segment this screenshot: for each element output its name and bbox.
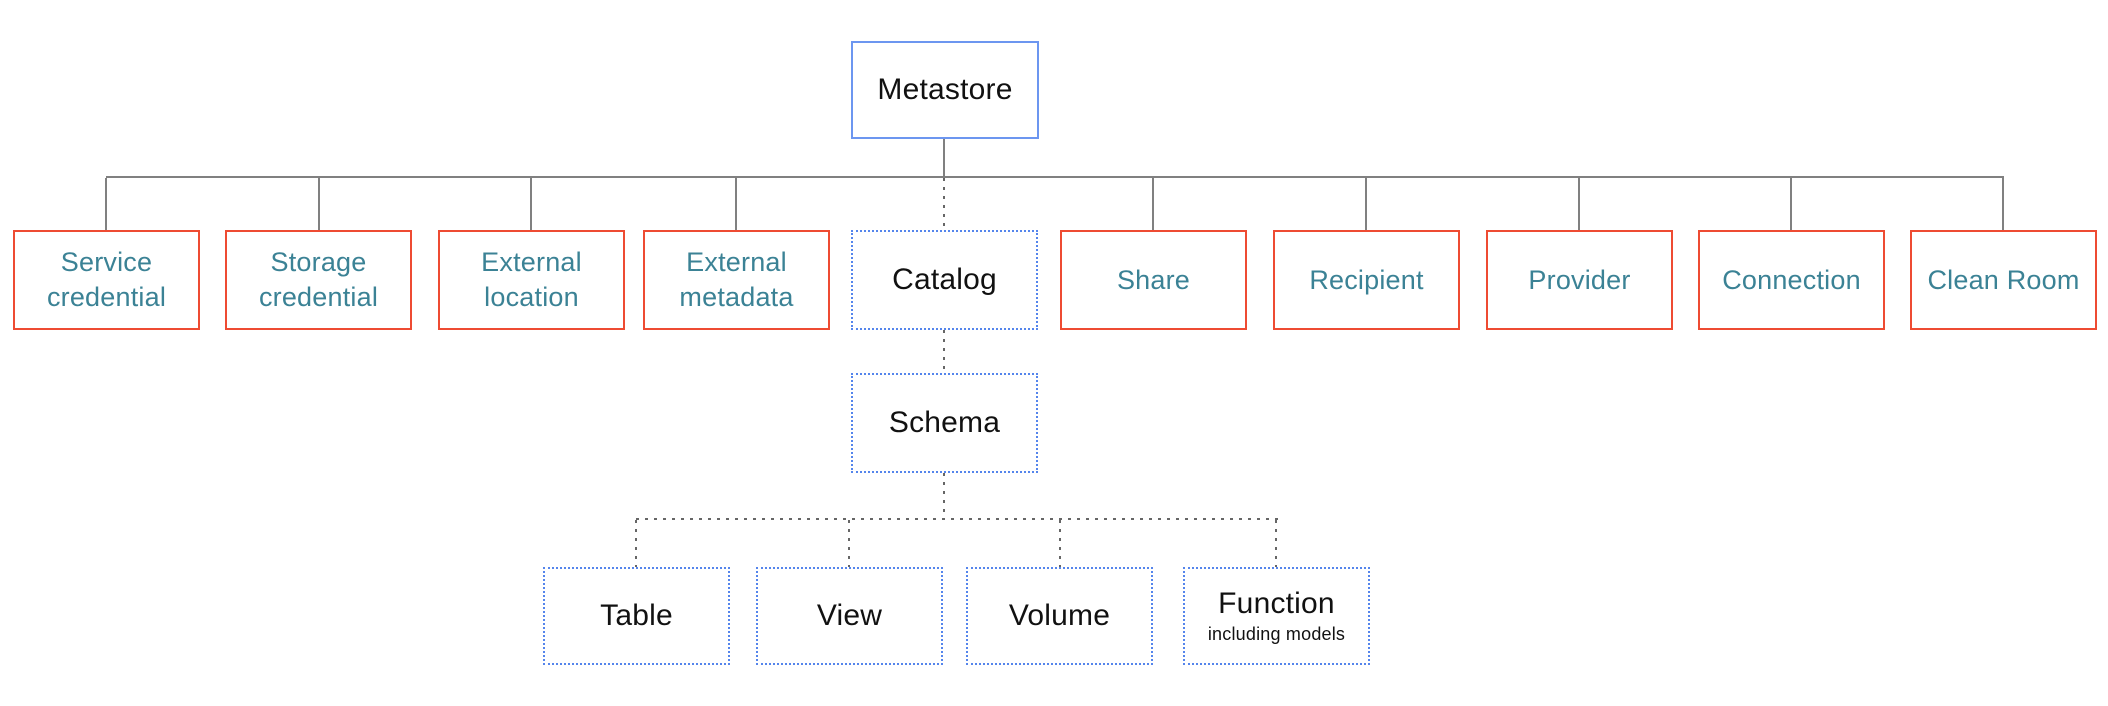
table-label: Table xyxy=(600,599,673,632)
connector-drop-volume-dotted xyxy=(1059,520,1061,567)
clean-room-label: Clean Room xyxy=(1927,264,2080,295)
provider-label: Provider xyxy=(1528,264,1631,295)
connector-trunk-horizontal xyxy=(106,176,2004,178)
node-provider: Provider xyxy=(1486,230,1673,330)
connector-drop-connection xyxy=(1790,178,1792,230)
node-storage-credential: Storage credential xyxy=(225,230,412,330)
connector-drop-table-dotted xyxy=(635,520,637,567)
node-external-location: External location xyxy=(438,230,625,330)
connector-drop-function-dotted xyxy=(1275,520,1277,567)
connector-metastore-stem xyxy=(943,139,945,176)
node-recipient: Recipient xyxy=(1273,230,1460,330)
connector-drop-provider xyxy=(1578,178,1580,230)
connector-drop-share xyxy=(1152,178,1154,230)
connector-drop-external-metadata xyxy=(735,178,737,230)
connector-schema-bus-dotted xyxy=(943,473,945,518)
node-catalog: Catalog xyxy=(851,230,1038,330)
connector-drop-clean-room xyxy=(2002,178,2004,230)
node-function: Function including models xyxy=(1183,567,1370,665)
catalog-label: Catalog xyxy=(892,263,997,296)
connection-label: Connection xyxy=(1722,264,1861,295)
connector-drop-catalog-dotted xyxy=(943,178,945,230)
connector-drop-service-credential xyxy=(105,178,107,230)
connector-catalog-schema-dotted xyxy=(943,330,945,373)
node-view: View xyxy=(756,567,943,665)
connector-drop-external-location xyxy=(530,178,532,230)
node-clean-room: Clean Room xyxy=(1910,230,2097,330)
connector-drop-recipient xyxy=(1365,178,1367,230)
metastore-label: Metastore xyxy=(877,73,1013,106)
node-connection: Connection xyxy=(1698,230,1885,330)
node-schema: Schema xyxy=(851,373,1038,473)
node-volume: Volume xyxy=(966,567,1153,665)
external-location-label: External location xyxy=(481,247,582,312)
function-sublabel: including models xyxy=(1207,624,1346,644)
connector-schema-children-horizontal-dotted xyxy=(636,518,1278,520)
node-table: Table xyxy=(543,567,730,665)
storage-credential-label: Storage credential xyxy=(258,247,379,312)
node-service-credential: Service credential xyxy=(13,230,200,330)
node-external-metadata: External metadata xyxy=(643,230,830,330)
recipient-label: Recipient xyxy=(1309,264,1424,295)
view-label: View xyxy=(816,599,883,632)
function-label: Function xyxy=(1218,587,1335,620)
external-metadata-label: External metadata xyxy=(679,247,794,312)
node-metastore: Metastore xyxy=(851,41,1039,139)
share-label: Share xyxy=(1116,264,1191,295)
connector-drop-view-dotted xyxy=(848,520,850,567)
schema-label: Schema xyxy=(888,406,1001,439)
node-share: Share xyxy=(1060,230,1247,330)
connector-drop-storage-credential xyxy=(318,178,320,230)
volume-label: Volume xyxy=(1008,599,1111,632)
service-credential-label: Service credential xyxy=(46,247,167,312)
